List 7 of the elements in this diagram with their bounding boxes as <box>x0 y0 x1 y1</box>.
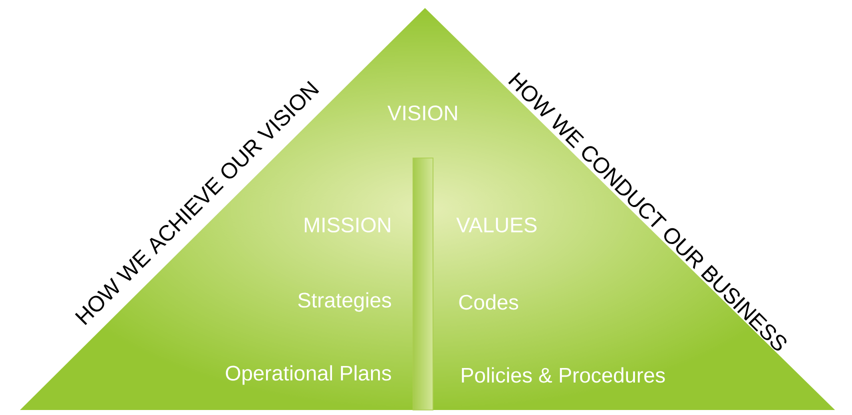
tier-label: Strategies <box>298 292 392 312</box>
tier-label: VISION <box>388 106 457 120</box>
tier-label: VALUES <box>456 218 537 232</box>
tier-label: Policies & Procedures <box>462 367 665 383</box>
tier-label: Codes <box>459 294 518 310</box>
tier-label: Operational Plans <box>226 365 391 385</box>
tier-label: MISSION <box>304 218 390 232</box>
